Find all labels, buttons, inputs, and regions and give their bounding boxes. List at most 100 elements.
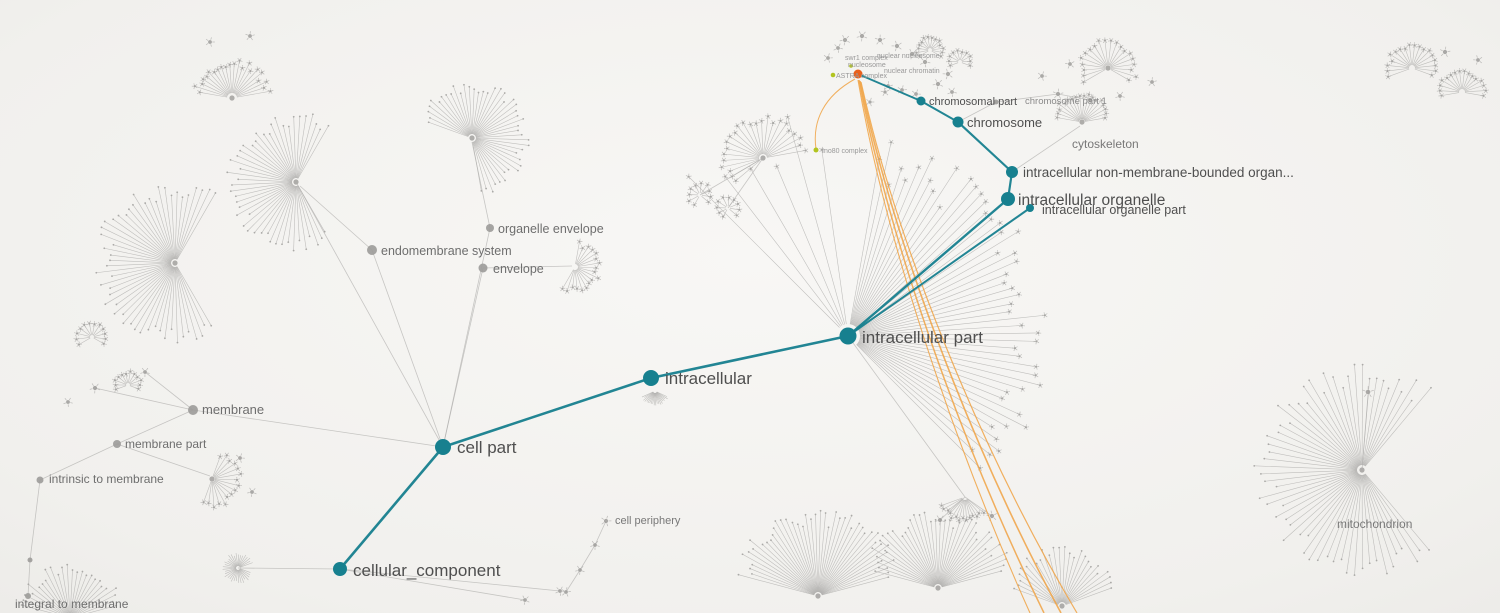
collapsed-node-star xyxy=(726,133,733,140)
graph-node-chromosomal-part[interactable] xyxy=(916,96,926,106)
term-label: envelope xyxy=(493,262,544,276)
fan-cluster xyxy=(200,452,244,511)
node-label-chromosome: chromosome xyxy=(967,115,1042,130)
collapsed-node-star xyxy=(947,87,957,97)
graph-node-cell-part[interactable] xyxy=(435,439,451,455)
collapsed-node-star xyxy=(1411,42,1418,48)
term-label: nuclear nucleosome xyxy=(877,53,940,60)
collapsed-node-star xyxy=(204,73,210,80)
graph-node-gray[interactable] xyxy=(188,405,198,415)
graph-edge xyxy=(29,479,41,561)
graph-node-chromatin[interactable] xyxy=(853,69,863,79)
graph-node-chromosome[interactable] xyxy=(952,116,964,128)
collapsed-node-star xyxy=(936,42,943,49)
collapsed-node-star xyxy=(267,88,274,94)
graph-node-gray[interactable] xyxy=(993,99,999,105)
collapsed-node-star xyxy=(247,68,254,74)
collapsed-node-star xyxy=(1438,77,1445,84)
collapsed-node-star xyxy=(1056,106,1063,113)
collapsed-node-star xyxy=(1451,69,1458,76)
graph-node-gray[interactable] xyxy=(486,224,494,232)
graph-node-gray[interactable] xyxy=(367,245,377,255)
collapsed-node-star xyxy=(1147,77,1157,87)
graph-node-intracellular-organelle[interactable] xyxy=(1001,192,1015,206)
graph-node-intracellular-non-membrane-bounded-organelle[interactable] xyxy=(1006,166,1018,178)
layer-orange xyxy=(814,78,1078,613)
graph-edge xyxy=(594,520,607,546)
graph-edge xyxy=(339,568,561,592)
collapsed-node-star xyxy=(199,80,206,87)
collapsed-node-star xyxy=(1069,95,1075,102)
fan-cluster xyxy=(713,194,743,220)
graph-node-intracellular-part[interactable] xyxy=(839,327,857,345)
graph-node-gray[interactable] xyxy=(36,476,44,484)
fan-cluster xyxy=(191,57,274,101)
highlighted-path-edge xyxy=(857,73,922,102)
term-label: endomembrane system xyxy=(381,244,512,258)
collapsed-node-star xyxy=(1385,73,1392,80)
collapsed-node-star xyxy=(898,165,905,172)
graph-node-gray[interactable] xyxy=(25,593,31,599)
layer-nodes xyxy=(333,64,1034,576)
collapsed-node-star xyxy=(227,61,233,68)
collapsed-node-star xyxy=(982,199,989,205)
collapsed-node-star xyxy=(724,145,730,152)
collapsed-node-star xyxy=(945,58,952,65)
collapsed-node-star xyxy=(1100,102,1107,109)
node-label-chromosomal-part: chromosomal part xyxy=(929,96,1017,108)
collapsed-node-star xyxy=(96,321,103,328)
collapsed-node-star xyxy=(920,34,927,41)
highlighted-green-node[interactable] xyxy=(813,147,819,153)
graph-node-gray[interactable] xyxy=(27,557,33,563)
collapsed-node-star xyxy=(866,97,875,107)
collapsed-node-star xyxy=(732,178,739,184)
collapsed-node-star xyxy=(989,423,995,430)
term-label: intrinsic to membrane xyxy=(49,472,164,486)
collapsed-node-star xyxy=(1402,45,1408,52)
collapsed-node-star xyxy=(134,374,141,381)
collapsed-node-star xyxy=(707,193,714,200)
highlighted-green-node[interactable] xyxy=(830,72,836,78)
collapsed-node-star xyxy=(976,510,982,516)
fan-cluster xyxy=(871,511,1008,591)
collapsed-node-star xyxy=(916,42,922,48)
collapsed-node-star xyxy=(111,377,118,383)
collapsed-node-star xyxy=(579,287,586,294)
collapsed-node-star xyxy=(112,386,119,393)
collapsed-node-star xyxy=(555,586,565,596)
graph-node-intracellular[interactable] xyxy=(643,370,659,386)
collapsed-node-star xyxy=(913,49,920,56)
collapsed-node-star xyxy=(115,374,122,380)
collapsed-node-star xyxy=(797,142,803,149)
collapsed-node-star xyxy=(1023,424,1029,431)
graph-node-gray[interactable] xyxy=(113,440,121,448)
collapsed-node-star xyxy=(1447,71,1454,78)
graph-node-gray[interactable] xyxy=(478,263,488,273)
collapsed-node-star xyxy=(576,238,583,245)
collapsed-node-star xyxy=(196,89,203,96)
highlighted-orange-edge xyxy=(857,79,1031,613)
node-label-intracellular-part: intracellular part xyxy=(862,328,983,347)
collapsed-node-star xyxy=(217,453,224,460)
graph-edge xyxy=(116,443,211,477)
collapsed-node-star xyxy=(833,43,843,53)
collapsed-node-star xyxy=(739,119,746,126)
collapsed-node-star xyxy=(1011,250,1018,257)
graph-node-intracellular-organelle-part[interactable] xyxy=(1026,204,1034,212)
collapsed-node-star xyxy=(916,53,923,59)
collapsed-node-star xyxy=(235,453,245,463)
collapsed-node-star xyxy=(753,120,760,127)
highlighted-green-node[interactable] xyxy=(849,64,853,68)
collapsed-node-star xyxy=(205,37,215,47)
graph-node-cellular-component[interactable] xyxy=(333,562,347,576)
fan-cluster xyxy=(913,33,947,60)
collapsed-node-star xyxy=(1003,271,1010,278)
highlighted-orange-edge xyxy=(859,80,1062,613)
term-label: Ino80 complex xyxy=(822,148,868,155)
collapsed-node-star xyxy=(589,246,596,253)
highlighted-orange-edge xyxy=(858,79,1045,613)
graph-edge xyxy=(1057,93,1091,101)
term-label: cell periphery xyxy=(615,515,681,527)
